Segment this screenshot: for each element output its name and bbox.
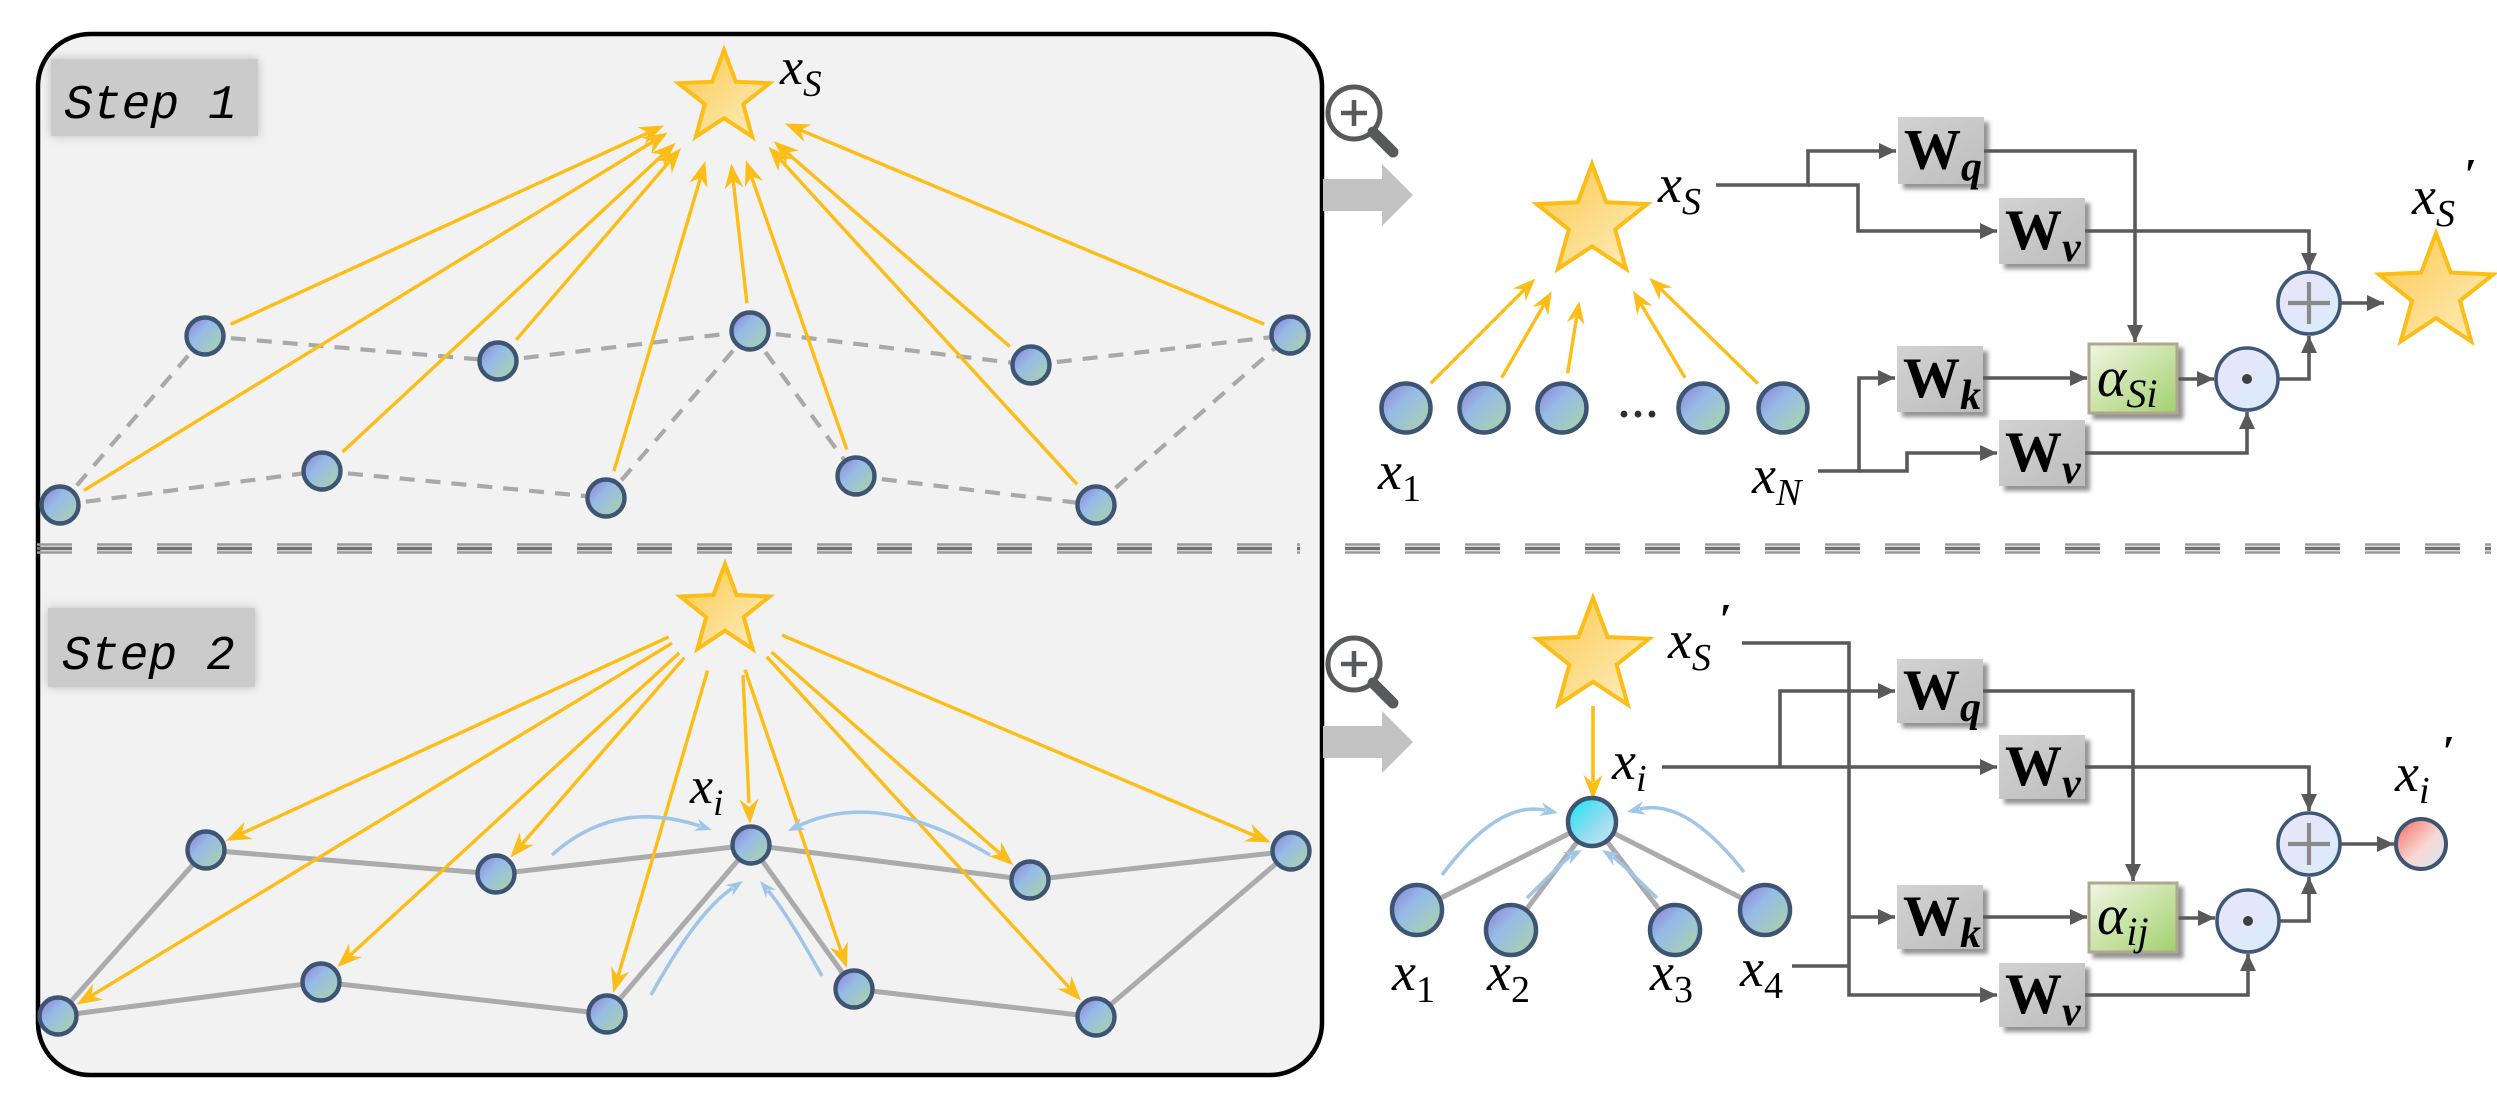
svg-text:xS: xS <box>1657 154 1701 223</box>
svg-text:′: ′ <box>1719 595 1731 644</box>
svg-text:′: ′ <box>2442 727 2454 776</box>
svg-text:′: ′ <box>2464 150 2476 199</box>
svg-text:Step 1: Step 1 <box>64 79 237 133</box>
svg-text:Step 2: Step 2 <box>62 630 235 684</box>
svg-text:xN: xN <box>1751 445 1804 514</box>
svg-text:···: ··· <box>1617 392 1659 438</box>
svg-text:Wk: Wk <box>1903 347 1981 419</box>
svg-text:xS: xS <box>1667 610 1711 679</box>
svg-text:Wv: Wv <box>2005 963 2082 1035</box>
svg-text:αij: αij <box>2097 885 2149 954</box>
